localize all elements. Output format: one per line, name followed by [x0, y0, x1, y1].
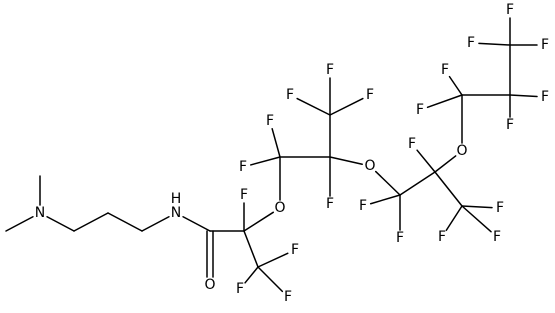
atom-label-f: F [266, 113, 274, 129]
atom-label-f: F [240, 187, 248, 203]
atom-label-o: O [456, 143, 467, 159]
single-bond-line [249, 156, 281, 166]
atom-label-f: F [366, 87, 374, 103]
atom-label-f: F [396, 230, 404, 246]
single-bond-line [478, 42, 511, 46]
single-bond-line [426, 94, 463, 109]
single-bond-line [46, 215, 75, 232]
single-bond-line [461, 205, 493, 209]
atom-label-f: F [286, 87, 294, 103]
atom-label-f: F [326, 62, 334, 78]
atom-label-f: F [416, 102, 424, 118]
atom-label-o: O [204, 277, 215, 293]
atom-label-f: F [506, 2, 514, 18]
bond-layer [5, 17, 538, 293]
atom-label-f: F [284, 289, 292, 305]
atom-label-f: F [291, 242, 299, 258]
single-bond-line [445, 205, 463, 232]
atom-label-f: F [541, 37, 549, 53]
single-bond-line [416, 149, 436, 173]
atom-label-f: F [326, 196, 334, 212]
single-bond-line [5, 215, 34, 232]
atom-label-f: F [496, 200, 504, 216]
atom-label-n: N [35, 205, 45, 221]
atom-label-f: F [236, 281, 244, 297]
atom-label-n: N [171, 205, 181, 221]
single-bond-line [434, 155, 457, 173]
atom-label-f: F [506, 117, 514, 133]
atom-label-f: F [493, 229, 501, 245]
single-bond-line [257, 266, 284, 293]
single-bond-line [271, 127, 281, 158]
atom-label-f: F [541, 89, 549, 105]
atom-label-f: F [408, 136, 416, 152]
single-bond-line [107, 212, 143, 232]
single-bond-line [257, 252, 289, 268]
single-bond-line [375, 170, 401, 196]
atom-label-f: F [441, 62, 449, 78]
single-bond-line [296, 97, 331, 116]
single-bond-line [509, 94, 538, 98]
atom-label-o: O [274, 200, 285, 216]
single-bond-line [434, 171, 463, 207]
single-bond-line [329, 156, 363, 165]
single-bond-line [182, 215, 211, 232]
single-bond-line [73, 212, 109, 232]
single-bond-line [244, 266, 259, 284]
single-bond-line [448, 75, 463, 96]
atom-label-o: O [364, 158, 375, 174]
single-bond-line [243, 230, 259, 268]
single-bond-line [243, 211, 275, 232]
single-bond-line [329, 97, 364, 116]
single-bond-line [461, 205, 492, 233]
atom-label-f: F [239, 159, 247, 175]
atom-label-f: F [467, 35, 475, 51]
single-bond-line [141, 215, 170, 232]
atom-label-h: H [171, 191, 182, 207]
atom-label-f: F [359, 198, 367, 214]
atom-label-f: F [438, 229, 446, 245]
single-bond-line [369, 194, 401, 205]
single-bond-line [399, 171, 436, 196]
